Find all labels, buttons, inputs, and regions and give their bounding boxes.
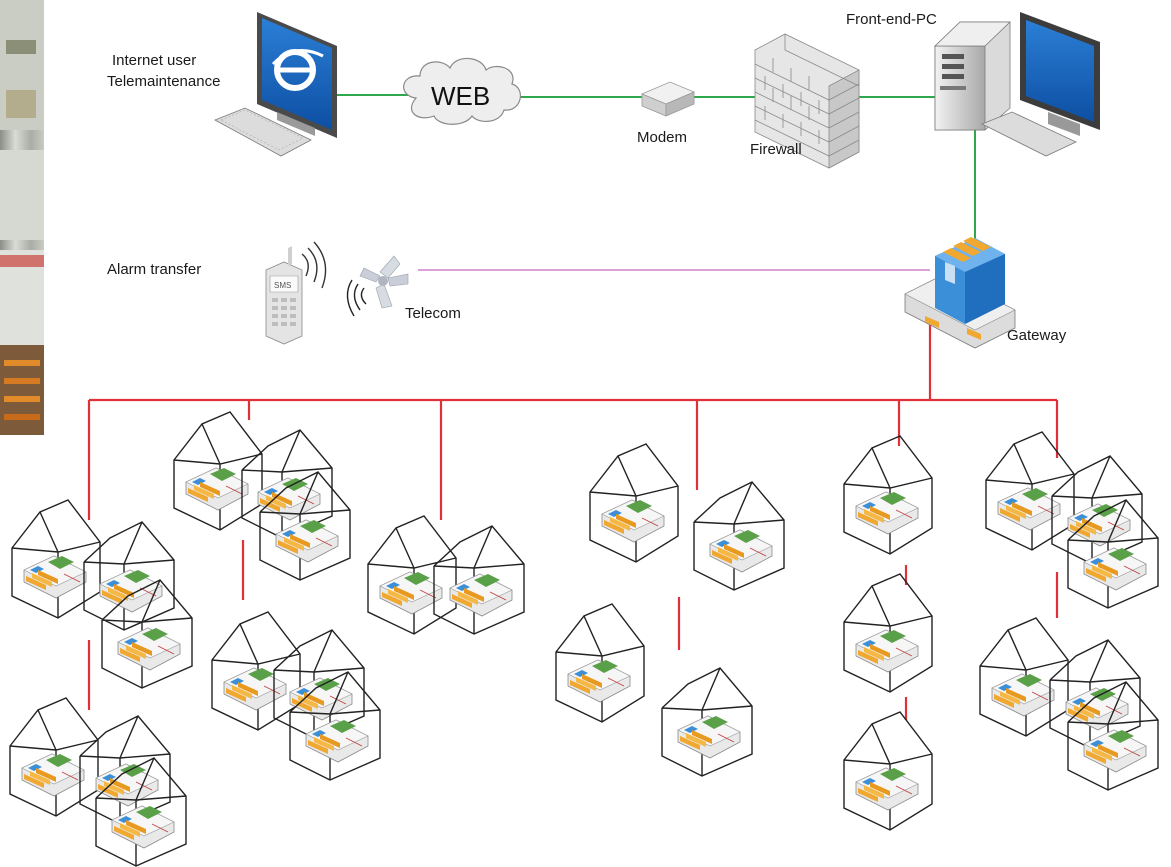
firewall-label: Firewall: [750, 141, 802, 158]
house-group-8: [10, 698, 186, 866]
house-group-1: [12, 500, 192, 688]
house-group-9: [980, 618, 1158, 790]
phone-screen-text: SMS: [274, 281, 291, 290]
firewall-icon: [754, 33, 860, 169]
house-icon: [556, 604, 644, 722]
house-group-5: [844, 436, 932, 830]
alarm-transfer-label: Alarm transfer: [107, 261, 202, 278]
house-icon: [1052, 456, 1142, 564]
antenna-icon: [346, 255, 409, 317]
front-end-pc-label: Front-end-PC: [846, 11, 937, 28]
house-icon: [368, 516, 456, 634]
house-group-4: [556, 444, 784, 776]
cabinet-photo: [0, 0, 44, 435]
gateway-icon: [904, 237, 1016, 349]
web-cloud-label: WEB: [431, 81, 490, 111]
telemaintenance-label: Telemaintenance: [107, 73, 221, 90]
house-icon: [844, 574, 932, 692]
gateway-label: Gateway: [1007, 327, 1067, 344]
house-icon: [986, 432, 1074, 550]
cloud-icon: [403, 57, 521, 125]
internet-user-label: Internet user: [112, 52, 197, 69]
house-icon: [1050, 640, 1140, 748]
house-icon: [662, 668, 752, 776]
modem-icon: [640, 81, 696, 117]
house-icon: [694, 482, 784, 590]
house-group-2: [174, 412, 350, 580]
house-icon: [80, 716, 170, 824]
bus-links: [87, 320, 1059, 720]
server-pc-icon: [934, 12, 1100, 157]
computer-icon: [214, 12, 337, 157]
ethernet-links: [335, 94, 976, 252]
telecom-label: Telecom: [405, 305, 461, 322]
house-icon: [980, 618, 1068, 736]
house-icon: [844, 712, 932, 830]
house-group-3: [368, 516, 524, 634]
house-icon: [10, 698, 98, 816]
house-icon: [590, 444, 678, 562]
house-group-6: [986, 432, 1158, 608]
house-icon: [274, 630, 364, 738]
house-icon: [434, 526, 524, 634]
modem-label: Modem: [637, 129, 688, 146]
house-group-7: [212, 612, 380, 780]
house-icon: [844, 436, 932, 554]
mobile-phone-icon: SMS: [265, 241, 327, 345]
